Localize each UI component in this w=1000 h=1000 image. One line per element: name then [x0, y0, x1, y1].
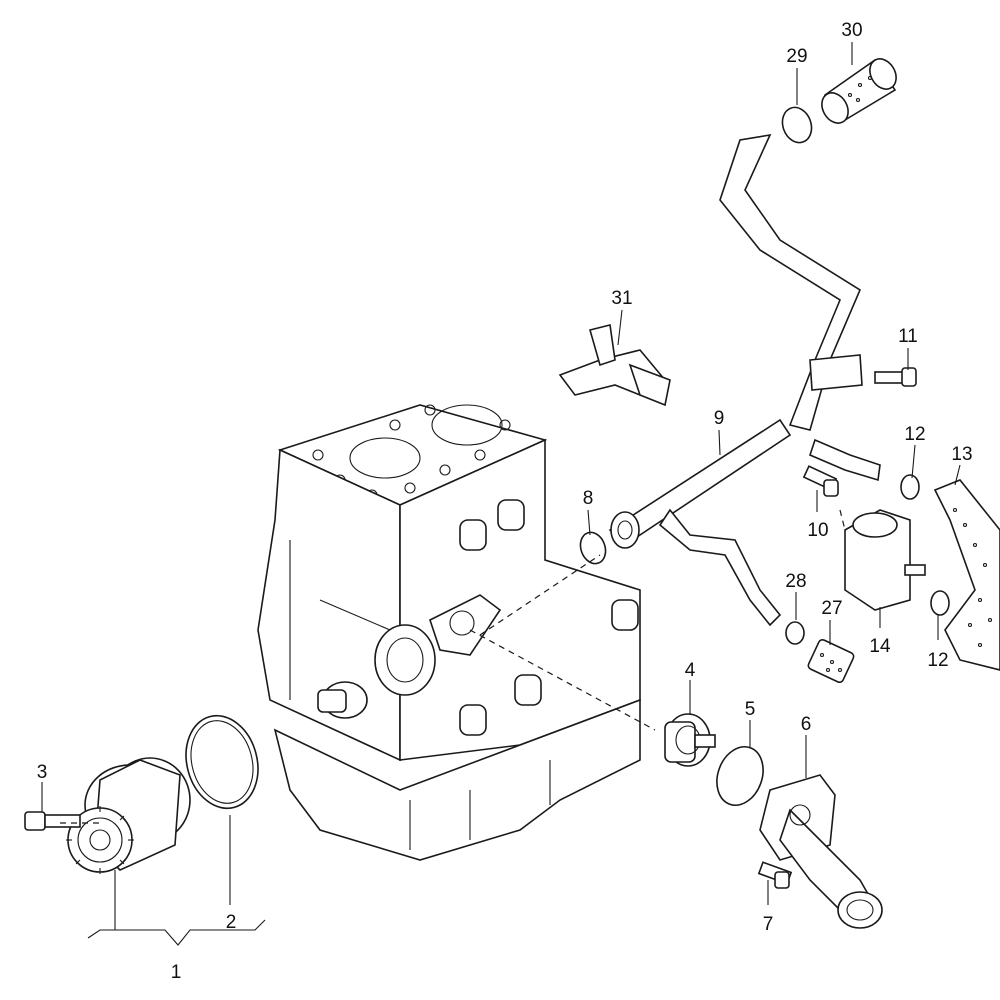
- expansion-tank-icon: [844, 509, 926, 611]
- water-pump-icon: [66, 757, 191, 874]
- callout-12b: 12: [927, 650, 948, 671]
- callout-11: 11: [898, 326, 918, 347]
- callout-30: 30: [841, 20, 862, 41]
- bracket-31-icon: [558, 324, 671, 407]
- engine-block-icon: [257, 404, 641, 861]
- leader-lines: [41, 42, 961, 946]
- callout-8: 8: [583, 488, 594, 509]
- callout-14: 14: [869, 636, 891, 657]
- circlip-8-icon: [579, 531, 607, 565]
- callout-12a: 12: [904, 424, 925, 445]
- bolt-7-icon: [757, 861, 793, 889]
- callout-13: 13: [951, 444, 972, 465]
- callout-28: 28: [785, 571, 806, 592]
- callout-5: 5: [745, 699, 756, 720]
- hose-icon: [608, 133, 1000, 671]
- o-ring-2-icon: [185, 714, 259, 810]
- seal-ring-5-icon: [716, 746, 764, 806]
- callout-3: 3: [37, 762, 48, 783]
- callout-31: 31: [611, 288, 632, 309]
- clamp-12a-icon: [900, 474, 920, 500]
- bolt-11-icon: [874, 367, 917, 387]
- callout-6: 6: [801, 714, 812, 735]
- callout-7: 7: [763, 914, 774, 935]
- bolt-3-icon: [24, 811, 81, 831]
- callout-4: 4: [685, 660, 696, 681]
- callout-29: 29: [786, 46, 807, 67]
- filter-icon: [807, 638, 855, 684]
- callout-9: 9: [714, 408, 725, 429]
- callout-2: 2: [226, 912, 237, 933]
- clamp-29-icon: [781, 106, 813, 144]
- clip-28-icon: [785, 621, 805, 645]
- thermostat-icon: [664, 713, 716, 767]
- filter-30-icon: [821, 58, 897, 124]
- clamp-12b-icon: [930, 590, 950, 616]
- callout-10: 10: [807, 520, 828, 541]
- callout-27: 27: [821, 598, 842, 619]
- bolt-10-icon: [802, 465, 839, 497]
- coolant-flange-icon: [759, 774, 883, 929]
- callout-1: 1: [171, 962, 182, 983]
